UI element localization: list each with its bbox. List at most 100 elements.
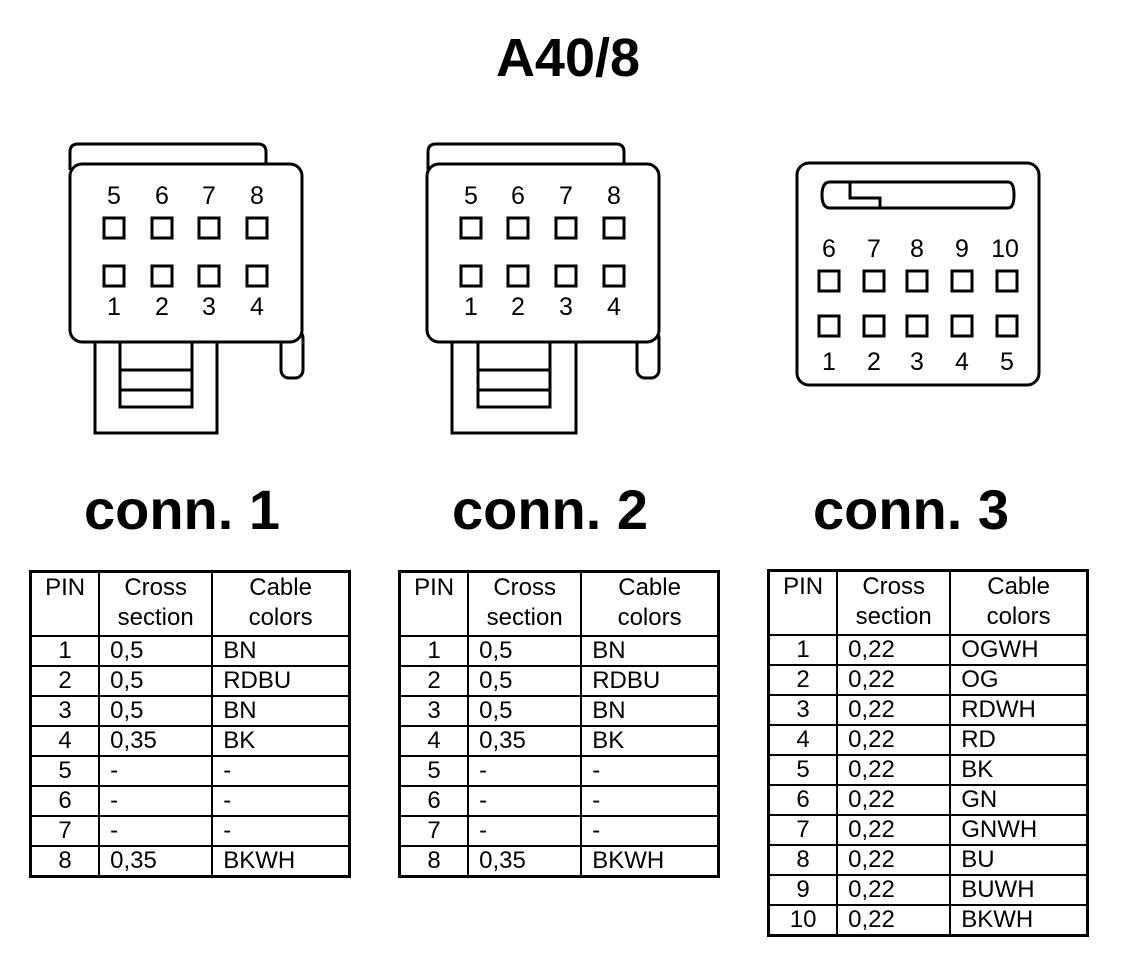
table-header: PIN	[767, 569, 839, 636]
pin-cell: 9	[767, 874, 839, 906]
cross-section-cell: -	[98, 815, 214, 847]
pin-cell: 4	[767, 724, 839, 756]
cross-section-cell: 0,22	[836, 724, 952, 756]
cable-color-cell: BKWH	[580, 845, 720, 878]
pin-cell: 6	[29, 785, 101, 817]
connector-2-label: conn. 2	[451, 478, 649, 541]
cross-section-cell: 0,5	[467, 665, 583, 697]
cross-section-cell: 0,22	[836, 754, 952, 786]
cable-color-cell: BN	[211, 695, 351, 727]
cable-color-cell: -	[211, 815, 351, 847]
cross-section-cell: 0,22	[836, 784, 952, 816]
pin-cell: 3	[398, 695, 470, 727]
cross-section-cell: -	[98, 785, 214, 817]
pin-cell: 4	[29, 725, 101, 757]
cross-section-cell: 0,22	[836, 904, 952, 937]
cross-section-cell: 0,35	[467, 725, 583, 757]
pin-number: 5	[1000, 348, 1014, 376]
table-row: 5--	[29, 755, 351, 787]
pin-number: 7	[202, 182, 216, 210]
table-row: 7--	[29, 815, 351, 847]
table-header: PIN	[398, 570, 470, 637]
cable-color-cell: BN	[211, 635, 351, 667]
cable-color-cell: RDBU	[580, 665, 720, 697]
table-row: 6--	[398, 785, 720, 817]
cross-section-cell: 0,5	[98, 665, 214, 697]
page-title: A40/8	[495, 28, 641, 88]
cable-color-cell: OG	[949, 664, 1089, 696]
pin-number: 4	[250, 293, 264, 321]
cross-section-cell: 0,5	[467, 695, 583, 727]
cross-section-cell: 0,22	[836, 664, 952, 696]
pin-number: 4	[607, 293, 621, 321]
cross-section-cell: 0,22	[836, 694, 952, 726]
cable-color-cell: BK	[580, 725, 720, 757]
cable-color-cell: RD	[949, 724, 1089, 756]
pin-number: 2	[155, 293, 169, 321]
cross-section-cell: 0,35	[467, 845, 583, 878]
pin-cell: 5	[29, 755, 101, 787]
table-header: Cross section	[836, 569, 952, 636]
pin-number: 7	[867, 235, 881, 263]
cross-section-cell: 0,22	[836, 844, 952, 876]
cross-section-cell: 0,5	[98, 635, 214, 667]
cable-color-cell: -	[580, 815, 720, 847]
cable-color-cell: BK	[949, 754, 1089, 786]
pin-number: 8	[607, 182, 621, 210]
cable-color-cell: BKWH	[211, 845, 351, 878]
pin-number: 6	[511, 182, 525, 210]
pin-cell: 1	[398, 635, 470, 667]
pin-number: 8	[250, 182, 264, 210]
pin-cell: 6	[767, 784, 839, 816]
connector-1-label: conn. 1	[83, 478, 281, 541]
pin-cell: 5	[767, 754, 839, 786]
pin-number: 5	[464, 182, 478, 210]
table-header: Cross section	[467, 570, 583, 637]
pin-cell: 1	[767, 634, 839, 666]
pin-number: 2	[867, 348, 881, 376]
pin-cell: 2	[767, 664, 839, 696]
cable-color-cell: -	[211, 785, 351, 817]
cable-color-cell: BU	[949, 844, 1089, 876]
cable-color-cell: GN	[949, 784, 1089, 816]
table-header: Cross section	[98, 570, 214, 637]
pin-number: 3	[202, 293, 216, 321]
pin-cell: 7	[767, 814, 839, 846]
pin-number: 8	[910, 235, 924, 263]
pin-cell: 8	[767, 844, 839, 876]
pin-cell: 3	[767, 694, 839, 726]
connector-3-label: conn. 3	[812, 478, 1010, 541]
cable-color-cell: GNWH	[949, 814, 1089, 846]
cable-color-cell: -	[211, 755, 351, 787]
pin-number: 9	[955, 235, 969, 263]
cross-section-cell: 0,22	[836, 874, 952, 906]
cable-color-cell: BK	[211, 725, 351, 757]
pin-cell: 4	[398, 725, 470, 757]
pin-cell: 8	[398, 845, 470, 878]
cable-color-cell: BN	[580, 635, 720, 667]
pin-number: 7	[559, 182, 573, 210]
cross-section-cell: 0,22	[836, 634, 952, 666]
cross-section-cell: 0,35	[98, 725, 214, 757]
table-header: Cable colors	[211, 570, 351, 637]
table-header: Cable colors	[949, 569, 1089, 636]
table-row: 6--	[29, 785, 351, 817]
table-row: 7--	[398, 815, 720, 847]
